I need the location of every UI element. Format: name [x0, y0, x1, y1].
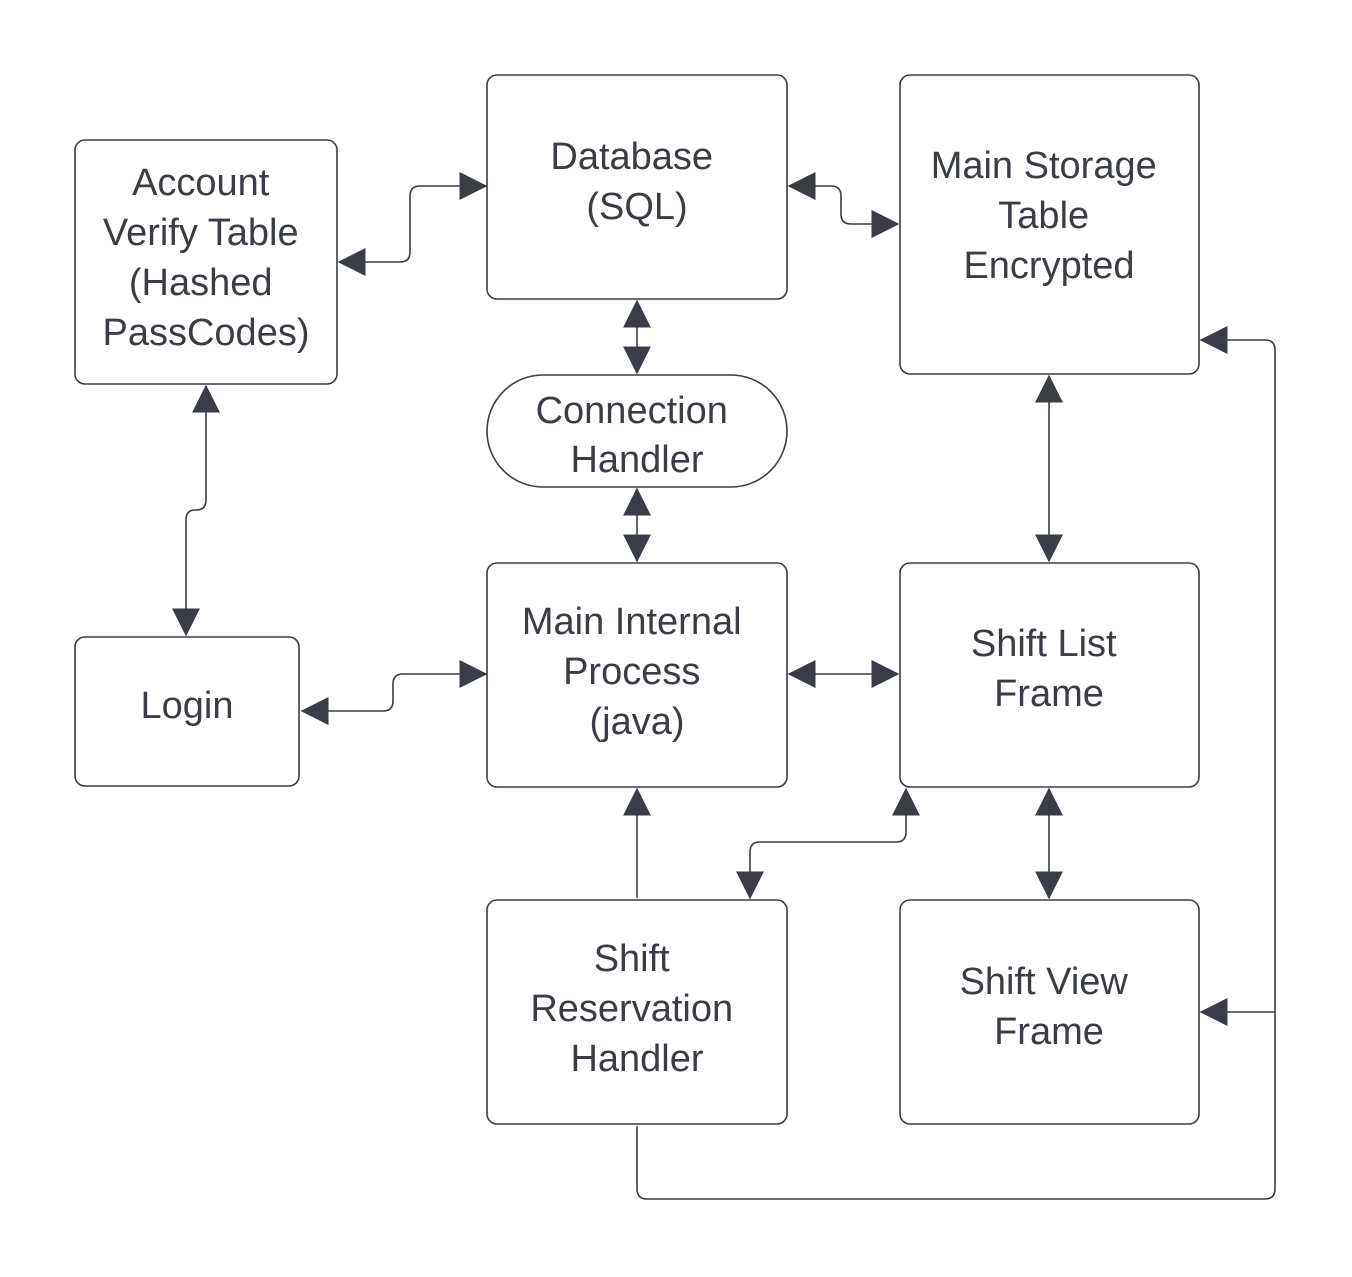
- main-storage-table-label-line-2: Table: [998, 195, 1089, 237]
- shift-reservation-handler-label: Shift Reservation Handler: [530, 938, 743, 1080]
- edge-account-verify-login: [172, 384, 220, 637]
- database-label-line-1: Database: [550, 136, 713, 178]
- edge-shift-reservation-main-storage: [636, 326, 1276, 1200]
- edge-login-main-internal: [300, 660, 488, 725]
- node-shift-list-frame: Shift List Frame: [899, 562, 1200, 788]
- connection-handler-label-line-1: Connection: [536, 390, 728, 432]
- connection-handler-label: Connection Handler: [536, 390, 739, 481]
- login-label-line-1: Login: [141, 685, 234, 727]
- shift-view-frame-label-line-1: Shift View: [960, 961, 1129, 1003]
- shift-view-frame-label-line-2: Frame: [994, 1011, 1104, 1053]
- shift-list-frame-box: [899, 562, 1200, 788]
- shift-view-frame-box: [899, 899, 1200, 1125]
- node-main-storage-table: Main Storage Table Encrypted: [899, 74, 1200, 375]
- shift-reservation-handler-label-line-2: Reservation: [530, 988, 733, 1030]
- edge-database-main-storage: [787, 172, 900, 238]
- login-label: Login: [141, 685, 234, 727]
- login-box: [74, 636, 300, 787]
- node-shift-reservation-handler: Shift Reservation Handler: [486, 899, 788, 1125]
- node-account-verify-table: Account Verify Table (Hashed PassCodes): [74, 139, 338, 385]
- account-verify-table-label: Account Verify Table (Hashed PassCodes): [103, 162, 310, 354]
- account-verify-table-label-line-4: PassCodes): [103, 312, 310, 354]
- shift-reservation-handler-label-line-1: Shift: [594, 938, 670, 980]
- database-label-line-2: (SQL): [586, 186, 687, 228]
- edges: [172, 172, 1276, 1200]
- main-internal-process-label-line-1: Main Internal: [522, 601, 742, 643]
- shift-view-frame-label: Shift View Frame: [960, 961, 1139, 1053]
- main-storage-table-label-line-3: Encrypted: [963, 245, 1134, 287]
- node-login: Login: [74, 636, 300, 787]
- main-internal-process-label-line-3: (java): [589, 701, 684, 743]
- main-storage-table-label: Main Storage Table Encrypted: [931, 145, 1168, 287]
- shift-list-frame-label: Shift List Frame: [971, 623, 1127, 715]
- main-internal-process-label-line-2: Process: [563, 651, 700, 693]
- database-box: [486, 74, 788, 300]
- main-storage-table-label-line-1: Main Storage: [931, 145, 1157, 187]
- node-database: Database (SQL): [486, 74, 788, 300]
- connection-handler-label-line-2: Handler: [570, 439, 703, 481]
- edge-account-verify-database: [337, 172, 488, 276]
- connection-handler-terminator: [486, 374, 788, 488]
- node-connection-handler: Connection Handler: [486, 374, 788, 488]
- main-storage-table-box: [899, 74, 1200, 375]
- node-shift-view-frame: Shift View Frame: [899, 899, 1200, 1125]
- account-verify-table-label-line-3: (Hashed: [129, 262, 273, 304]
- node-main-internal-process: Main Internal Process (java): [486, 562, 788, 788]
- database-label: Database (SQL): [550, 136, 723, 228]
- main-internal-process-box: [486, 562, 788, 788]
- main-internal-process-label: Main Internal Process (java): [522, 601, 752, 743]
- account-verify-table-label-line-1: Account: [132, 162, 270, 204]
- shift-list-frame-label-line-1: Shift List: [971, 623, 1117, 665]
- account-verify-table-box: [74, 139, 338, 385]
- account-verify-table-label-line-2: Verify Table: [103, 212, 299, 254]
- shift-list-frame-label-line-2: Frame: [994, 673, 1104, 715]
- shift-reservation-handler-box: [486, 899, 788, 1125]
- edge-shift-list-shift-reservation: [736, 787, 920, 900]
- shift-reservation-handler-label-line-3: Handler: [570, 1038, 703, 1080]
